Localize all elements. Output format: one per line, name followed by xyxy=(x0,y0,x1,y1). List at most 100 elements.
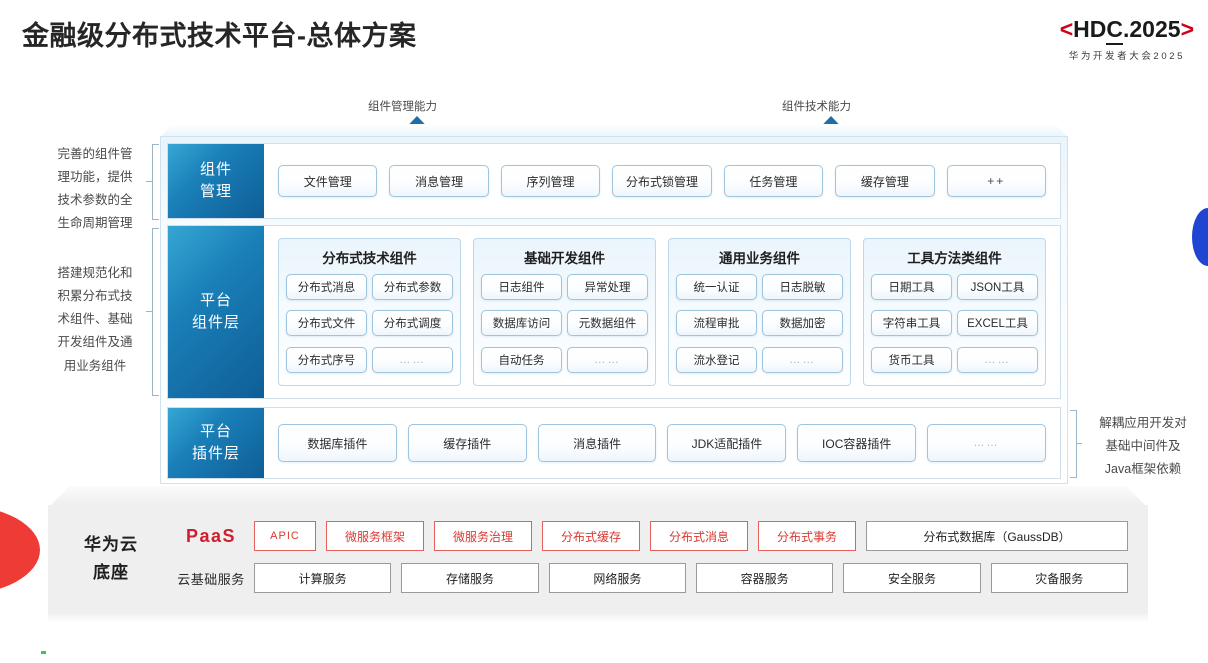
left-bracket-2-tick xyxy=(146,311,152,312)
chip-data-encryption[interactable]: 数据加密 xyxy=(762,310,843,337)
layer-label-line-1: 组件 xyxy=(199,161,232,179)
base-row-items-cloud-basic: 计算服务 存储服务 网络服务 容器服务 安全服务 灾备服务 xyxy=(254,563,1128,593)
group-title-distributed-tech: 分布式技术组件 xyxy=(322,251,417,266)
chip-add-more[interactable]: ++ xyxy=(946,165,1046,197)
box-apic[interactable]: APIC xyxy=(254,521,316,551)
chip-file-management[interactable]: 文件管理 xyxy=(278,165,378,197)
layer-label-line-1: 平台 xyxy=(199,423,232,441)
left-note-2-line-5: 用业务组件 xyxy=(63,358,127,373)
chip-message-management[interactable]: 消息管理 xyxy=(389,165,489,197)
chip-log-masking[interactable]: 日志脱敏 xyxy=(762,274,843,300)
box-microservice-framework[interactable]: 微服务框架 xyxy=(326,521,424,551)
red-wedge-decoration xyxy=(0,505,40,595)
box-container-service[interactable]: 容器服务 xyxy=(695,563,834,593)
layer-body-platform-plugin: 数据库插件 缓存插件 消息插件 JDK适配插件 IOC容器插件 …… xyxy=(264,408,1060,478)
hdc-logo-main-a: HD xyxy=(1073,16,1107,42)
group-common-business: 通用业务组件 统一认证 日志脱敏 流程审批 数据加密 流水登记 …… xyxy=(668,238,851,386)
chip-metadata-component[interactable]: 元数据组件 xyxy=(567,310,648,337)
chip-process-approval[interactable]: 流程审批 xyxy=(676,310,757,337)
group-grid-tool-method: 日期工具 JSON工具 字符串工具 EXCEL工具 货币工具 …… xyxy=(871,274,1038,378)
box-security-service[interactable]: 安全服务 xyxy=(843,563,981,593)
chip-distributed-schedule[interactable]: 分布式调度 xyxy=(372,310,453,337)
chip-distributed-param[interactable]: 分布式参数 xyxy=(372,274,453,300)
group-grid-common-business: 统一认证 日志脱敏 流程审批 数据加密 流水登记 …… xyxy=(676,274,843,378)
right-bracket-1-tick xyxy=(1076,443,1082,444)
base-rows: PaaS APIC 微服务框架 微服务治理 分布式缓存 分布式消息 分布式事务 … xyxy=(168,519,1128,599)
base-row-tag-paas: PaaS xyxy=(185,525,237,546)
box-distributed-message[interactable]: 分布式消息 xyxy=(650,521,748,551)
hdc-logo-main-b: .2025 xyxy=(1123,16,1181,42)
box-compute-service[interactable]: 计算服务 xyxy=(254,563,392,593)
chevron-right-icon: > xyxy=(1180,16,1194,42)
base-label-line-2: 底座 xyxy=(93,563,129,582)
chip-sequence-management[interactable]: 序列管理 xyxy=(500,165,601,197)
left-note-1: 完善的组件管 理功能，提供 技术参数的全 生命周期管理 xyxy=(36,143,154,236)
chip-exception-handling[interactable]: 异常处理 xyxy=(567,274,648,300)
base-row-items-paas: APIC 微服务框架 微服务治理 分布式缓存 分布式消息 分布式事务 分布式数据… xyxy=(254,521,1128,551)
group-title-basic-dev: 基础开发组件 xyxy=(524,251,605,266)
box-network-service[interactable]: 网络服务 xyxy=(548,563,686,593)
box-disaster-recovery-service[interactable]: 灾备服务 xyxy=(990,563,1128,593)
layer-label-component-management: 组件 管理 xyxy=(168,144,264,218)
layer-label-platform-plugin: 平台 插件层 xyxy=(168,408,264,478)
chip-auto-task[interactable]: 自动任务 xyxy=(481,346,562,373)
right-bracket-1 xyxy=(1070,410,1077,478)
group-title-common-business: 通用业务组件 xyxy=(719,251,800,266)
box-storage-service[interactable]: 存储服务 xyxy=(401,563,539,593)
left-note-2-line-3: 术组件、基础 xyxy=(57,312,133,327)
chip-distributed-message[interactable]: 分布式消息 xyxy=(286,274,367,300)
chip-task-management[interactable]: 任务管理 xyxy=(723,165,824,197)
left-note-2: 搭建规范化和 积累分布式技 术组件、基础 开发组件及通 用业务组件 xyxy=(36,262,154,378)
hdc-logo-main-underlined: C xyxy=(1106,16,1123,45)
chip-more-plugin[interactable]: …… xyxy=(927,424,1046,462)
box-distributed-cache[interactable]: 分布式缓存 xyxy=(542,521,640,551)
chip-currency-tool[interactable]: 货币工具 xyxy=(871,346,952,373)
chip-date-tool[interactable]: 日期工具 xyxy=(871,274,952,300)
layer-body-component-management: 文件管理 消息管理 序列管理 分布式锁管理 任务管理 缓存管理 ++ xyxy=(264,144,1060,218)
chevron-left-icon: < xyxy=(1059,16,1074,42)
chip-jdk-adapter-plugin[interactable]: JDK适配插件 xyxy=(667,424,787,462)
blue-edge-decoration xyxy=(1192,208,1208,266)
base-label-line-1: 华为云 xyxy=(84,534,138,554)
chip-excel-tool[interactable]: EXCEL工具 xyxy=(957,310,1038,337)
hdc-logo-subtitle: 华为开发者大会2025 xyxy=(1068,51,1185,62)
chip-string-tool[interactable]: 字符串工具 xyxy=(871,310,952,337)
chip-log-component[interactable]: 日志组件 xyxy=(481,274,562,300)
green-dot-decoration xyxy=(41,651,46,654)
chip-more-basic-dev[interactable]: …… xyxy=(567,346,648,373)
chip-transaction-record[interactable]: 流水登记 xyxy=(676,346,757,373)
left-note-1-line-1: 完善的组件管 xyxy=(57,147,133,161)
base-label: 华为云 底座 xyxy=(68,519,154,599)
layer-label-line-2: 插件层 xyxy=(191,445,240,462)
right-note-1: 解耦应用开发对 基础中间件及 Java框架依赖 xyxy=(1084,412,1202,481)
box-distributed-transaction[interactable]: 分布式事务 xyxy=(758,521,856,551)
layer-label-line-2: 组件层 xyxy=(191,314,240,331)
chip-distributed-file[interactable]: 分布式文件 xyxy=(286,310,367,337)
chip-cache-plugin[interactable]: 缓存插件 xyxy=(407,424,527,462)
layer-body-platform-component: 分布式技术组件 分布式消息 分布式参数 分布式文件 分布式调度 分布式序号 ……… xyxy=(264,226,1060,398)
chip-ioc-container-plugin[interactable]: IOC容器插件 xyxy=(797,424,917,462)
chip-json-tool[interactable]: JSON工具 xyxy=(957,274,1038,300)
left-bracket-1-tick xyxy=(146,181,152,182)
layer-component-management: 组件 管理 文件管理 消息管理 序列管理 分布式锁管理 任务管理 缓存管理 ++ xyxy=(167,143,1061,219)
group-tool-method: 工具方法类组件 日期工具 JSON工具 字符串工具 EXCEL工具 货币工具 …… xyxy=(863,238,1046,386)
box-distributed-database-gaussdb[interactable]: 分布式数据库（GaussDB） xyxy=(866,521,1128,551)
layer-platform-component: 平台 组件层 分布式技术组件 分布式消息 分布式参数 分布式文件 分布式调度 分… xyxy=(167,225,1061,399)
chip-cache-management[interactable]: 缓存管理 xyxy=(835,165,935,197)
chip-message-plugin[interactable]: 消息插件 xyxy=(537,424,657,462)
group-basic-dev: 基础开发组件 日志组件 异常处理 数据库访问 元数据组件 自动任务 …… xyxy=(473,238,656,386)
chip-more-common-business[interactable]: …… xyxy=(762,346,843,373)
left-note-2-line-2: 积累分布式技 xyxy=(57,289,133,304)
box-microservice-governance[interactable]: 微服务治理 xyxy=(434,521,532,551)
hdc-logo-text: <HDC.2025> xyxy=(1059,16,1194,45)
base-row-tag-cloud-basic: 云基础服务 xyxy=(177,571,245,587)
group-grid-basic-dev: 日志组件 异常处理 数据库访问 元数据组件 自动任务 …… xyxy=(481,274,648,378)
chip-database-access[interactable]: 数据库访问 xyxy=(481,310,562,337)
chip-database-plugin[interactable]: 数据库插件 xyxy=(278,424,397,462)
layer-label-line-2: 管理 xyxy=(199,183,232,200)
chip-unified-auth[interactable]: 统一认证 xyxy=(676,274,757,300)
chip-more-distributed-tech[interactable]: …… xyxy=(372,346,453,373)
chip-distributed-lock-management[interactable]: 分布式锁管理 xyxy=(612,165,712,197)
chip-distributed-sequence[interactable]: 分布式序号 xyxy=(286,346,367,373)
chip-more-tool-method[interactable]: …… xyxy=(957,346,1038,373)
